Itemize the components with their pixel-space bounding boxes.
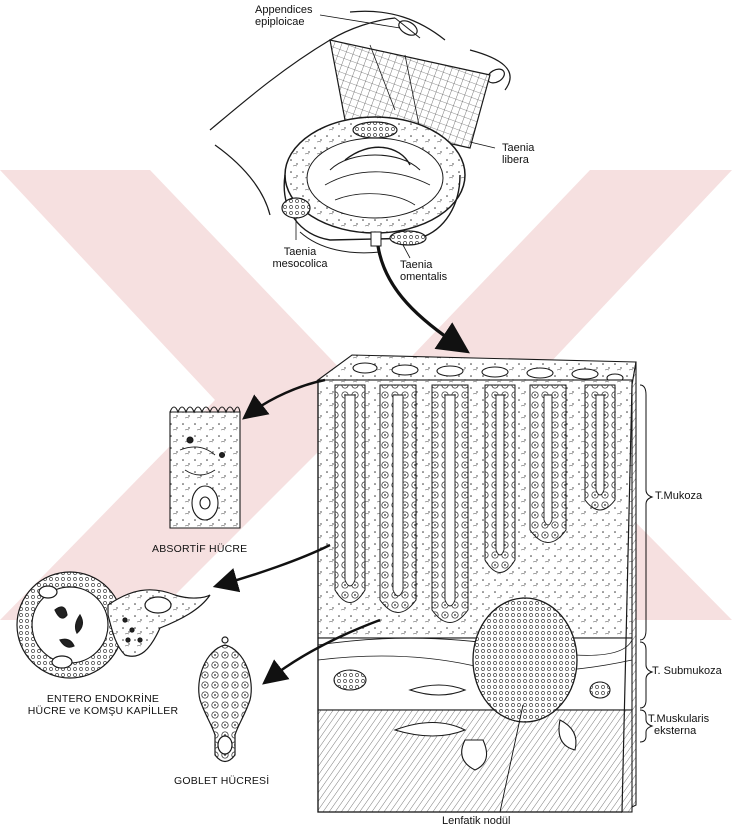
label-mukoza: T.Mukoza <box>655 490 702 502</box>
absorptive-cell-illustration <box>170 407 240 528</box>
label-taenia-libera-line1: Taenia <box>502 142 534 154</box>
label-taenia-libera-line2: libera <box>502 154 534 166</box>
label-muskularis-line1: T.Muskularis <box>648 713 709 725</box>
label-taenia-libera: Taenia libera <box>502 142 534 166</box>
label-taenia-omentalis-line1: Taenia <box>400 259 447 271</box>
label-submukoza: T. Submukoza <box>652 665 722 677</box>
label-appendices-line2: epiploicae <box>255 16 313 28</box>
label-entero-line2: HÜCRE ve KOMŞU KAPİLLER <box>8 705 198 717</box>
label-taenia-mesocolica-line1: Taenia <box>250 246 350 258</box>
label-appendices: Appendices epiploicae <box>255 4 313 28</box>
label-taenia-omentalis-line2: omentalis <box>400 271 447 283</box>
colon-segment-illustration <box>210 11 510 253</box>
goblet-cell-illustration <box>199 637 252 762</box>
label-absortif: ABSORTİF HÜCRE <box>152 543 247 555</box>
tissue-block-illustration <box>318 355 636 812</box>
label-lenfatik: Lenfatik nodül <box>442 815 511 827</box>
label-taenia-mesocolica-line2: mesocolica <box>250 258 350 270</box>
label-taenia-mesocolica: Taenia mesocolica <box>250 246 350 270</box>
label-muskularis: T.Muskularis eksterna <box>648 713 709 737</box>
label-taenia-omentalis: Taenia omentalis <box>400 259 447 283</box>
label-appendices-line1: Appendices <box>255 4 313 16</box>
label-muskularis-line2: eksterna <box>648 725 709 737</box>
label-entero: ENTERO ENDOKRİNE HÜCRE ve KOMŞU KAPİLLER <box>8 693 198 717</box>
label-entero-line1: ENTERO ENDOKRİNE <box>8 693 198 705</box>
label-goblet: GOBLET HÜCRESİ <box>174 775 269 787</box>
